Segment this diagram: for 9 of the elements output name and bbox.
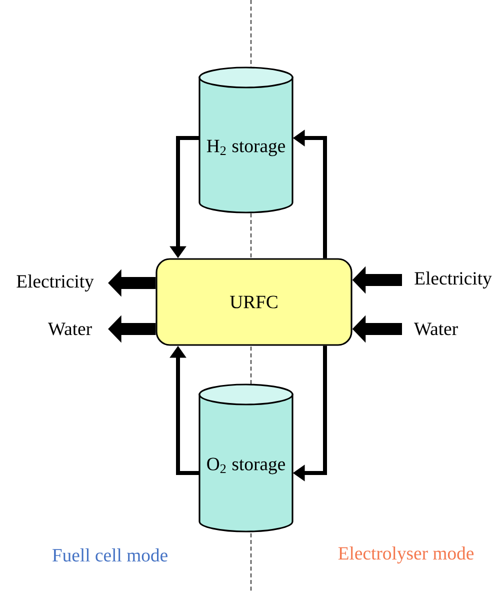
- text-label: Electricity: [16, 274, 94, 292]
- storage-tank: H$_{2}$ storage: [198, 66, 294, 214]
- mode-label: Fuell cell mode: [52, 548, 168, 562]
- text-label: Water: [48, 322, 92, 336]
- text-label: Water: [414, 322, 458, 336]
- text-label: Electricity: [414, 272, 492, 288]
- storage-tank: O$_{2}$ storage: [198, 384, 294, 532]
- mode-label: Electrolyser mode: [338, 546, 474, 564]
- process-box: URFC: [156, 258, 352, 346]
